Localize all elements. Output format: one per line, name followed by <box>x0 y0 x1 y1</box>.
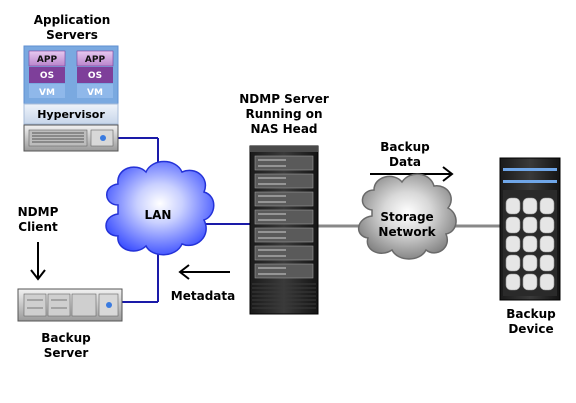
backup-data-flow: Backup Data <box>370 140 454 182</box>
backup-data-arrow-right-icon <box>370 166 454 182</box>
backup-server-chassis <box>17 288 123 322</box>
app-servers-title-line1: Application <box>34 13 111 27</box>
ndmp-server-line1: NDMP Server <box>239 92 329 106</box>
vm1-os-label: OS <box>40 71 54 81</box>
backup-data-line2: Data <box>389 155 421 169</box>
backup-device-line1: Backup <box>506 307 556 321</box>
power-led-icon <box>100 135 106 141</box>
virtual-machine-2: APP OS VM <box>76 50 114 98</box>
ndmp-server-line2: Running on <box>245 107 322 121</box>
vm2-app-label: APP <box>85 55 106 65</box>
ndmp-server: NDMP Server Running on NAS Head <box>239 92 329 315</box>
vm2-os-label: OS <box>88 71 102 81</box>
vm1-vm-label: VM <box>39 88 55 98</box>
metadata-flow: Metadata <box>171 264 235 303</box>
ndmp-client-line2: Client <box>18 220 58 234</box>
backup-data-line1: Backup <box>380 140 430 154</box>
nas-head-rack <box>249 145 319 315</box>
ndmp-client-arrow-down-icon <box>30 242 46 281</box>
lan-label: LAN <box>145 208 172 222</box>
metadata-arrow-left-icon <box>178 264 230 280</box>
storage-network-line2: Network <box>378 225 436 239</box>
backup-server-line2: Server <box>44 346 89 360</box>
backup-server-led-icon <box>106 302 112 308</box>
virtual-machine-1: APP OS VM <box>28 50 66 98</box>
backup-server: Backup Server <box>17 288 123 360</box>
storage-cloud-icon <box>358 173 457 260</box>
ndmp-client: NDMP Client <box>18 205 59 281</box>
ndmp-server-line3: NAS Head <box>250 122 317 136</box>
vm1-app-label: APP <box>37 55 58 65</box>
lan-cloud-icon <box>105 160 215 256</box>
hypervisor-band <box>23 103 119 125</box>
application-servers: Application Servers APP OS VM APP OS VM … <box>23 13 119 152</box>
vm2-vm-label: VM <box>87 88 103 98</box>
backup-device: Backup Device <box>499 157 561 336</box>
ndmp-client-line1: NDMP <box>18 205 59 219</box>
backup-device-line2: Device <box>508 322 553 336</box>
metadata-label: Metadata <box>171 289 235 303</box>
tape-library-rack <box>499 157 561 301</box>
app-servers-title-line2: Servers <box>46 28 98 42</box>
storage-network-line1: Storage <box>380 210 433 224</box>
backup-server-line1: Backup <box>41 331 91 345</box>
lan-cloud: LAN <box>105 160 215 256</box>
storage-network-cloud: Storage Network <box>358 173 457 260</box>
network-links <box>118 137 503 303</box>
hypervisor-label: Hypervisor <box>37 108 105 121</box>
hypervisor-server-chassis <box>23 124 119 152</box>
